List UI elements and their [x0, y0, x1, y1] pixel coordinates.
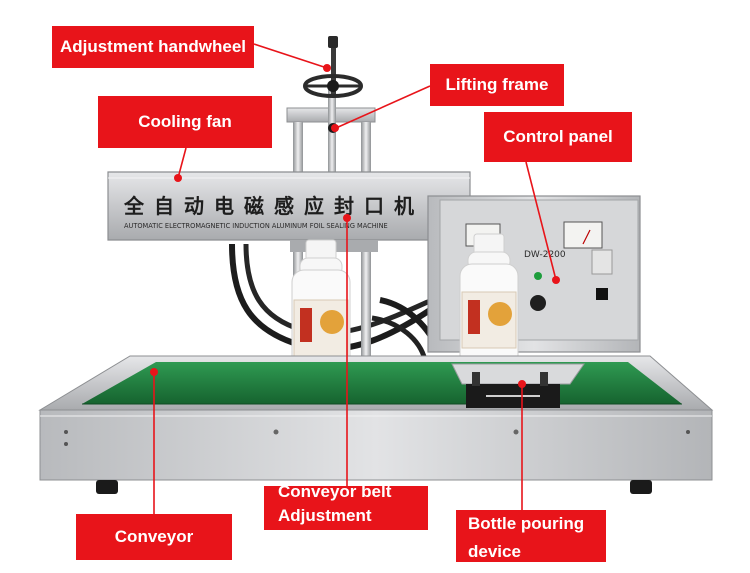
label-conveyor-belt-adjustment: Conveyor belt Adjustment	[264, 482, 428, 530]
label-adjustment-handwheel: Adjustment handwheel	[52, 26, 254, 68]
label-conveyor-belt-line2: Adjustment	[278, 506, 372, 525]
model-text: DW-2200	[524, 250, 566, 260]
label-control-panel: Control panel	[484, 112, 632, 162]
sealing-head: 全自动电磁感应封口机 AUTOMATIC ELECTROMAGNETIC IND…	[107, 171, 471, 252]
bottle-right	[459, 233, 519, 375]
handwheel	[303, 74, 363, 133]
label-conveyor-belt-line1: Conveyor belt	[278, 482, 392, 501]
label-bottle-pouring-device: Bottle pouring device	[456, 510, 606, 562]
label-bottle-pouring-line2: device	[468, 542, 521, 561]
head-title-text: 全自动电磁感应封口机	[123, 194, 424, 218]
bottle-left	[291, 239, 351, 383]
callout-leaders	[150, 43, 560, 514]
label-lifting-frame: Lifting frame	[430, 64, 564, 106]
label-cooling-fan: Cooling fan	[98, 96, 272, 148]
label-bottle-pouring-line1: Bottle pouring	[468, 514, 585, 533]
label-conveyor: Conveyor	[76, 514, 232, 560]
head-subtitle-text: AUTOMATIC ELECTROMAGNETIC INDUCTION ALUM…	[124, 222, 388, 230]
conveyor-frame	[38, 355, 714, 494]
bottle-pouring-device	[451, 363, 585, 408]
